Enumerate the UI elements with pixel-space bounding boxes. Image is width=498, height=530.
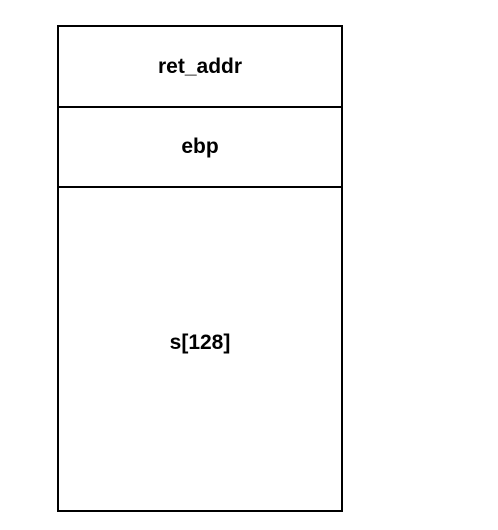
stack-frame-diagram: ret_addr ebp s[128] <box>57 25 343 512</box>
return-address-label: ret_addr <box>157 54 243 78</box>
return-address-cell: ret_addr <box>59 27 341 106</box>
saved-ebp-label: ebp <box>181 135 219 158</box>
buffer-cell: s[128] <box>59 186 341 510</box>
saved-ebp-cell: ebp <box>59 106 341 186</box>
buffer-label: s[128] <box>169 331 231 354</box>
